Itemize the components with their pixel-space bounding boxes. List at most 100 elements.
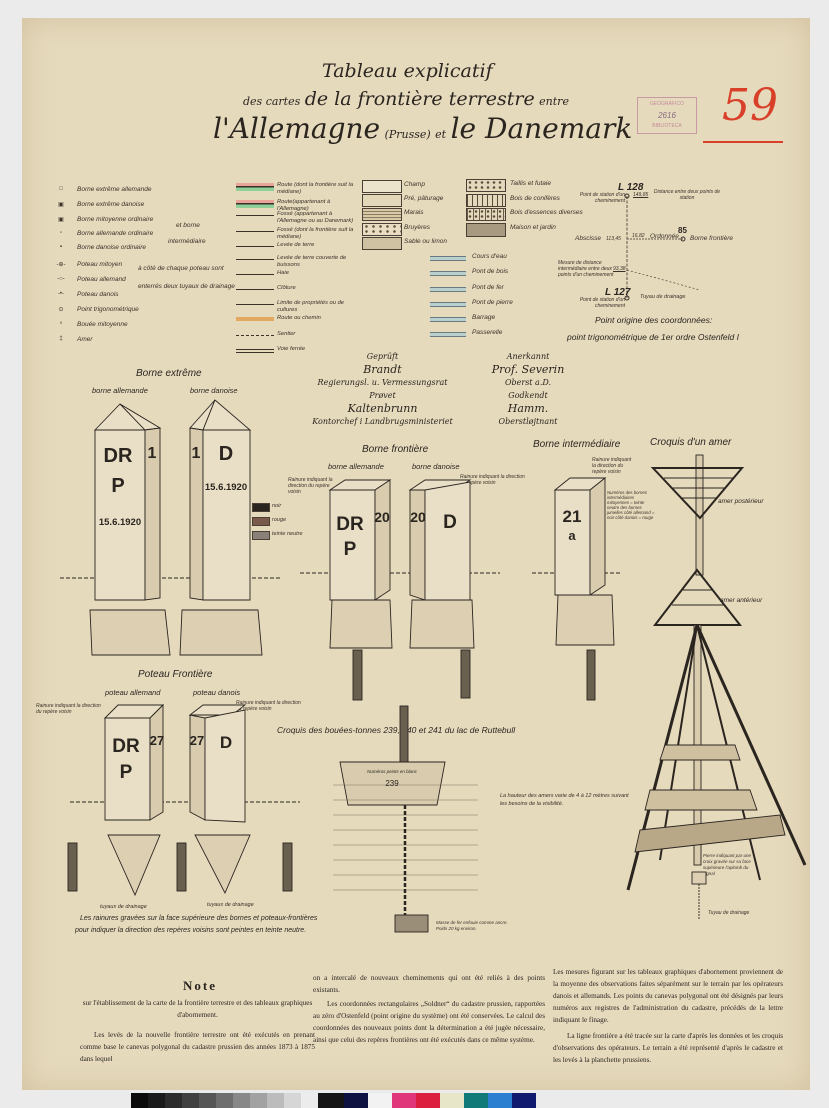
swatch-taillis (466, 179, 506, 192)
note-paragraph: Les coordonnées rectangulaires „Soldner“… (313, 1000, 545, 1044)
legend-item: Pré, pâturage (404, 195, 444, 202)
signature-line: Godkendt (508, 391, 548, 400)
label-amer-anterieur: amer antérieur (720, 597, 763, 604)
calibration-swatch (488, 1093, 512, 1108)
signature-line: Prof. Severin (491, 363, 565, 376)
origin-line-1: Point origine des coordonnées: (595, 315, 713, 325)
heading-poteau-frontiere: Poteau Frontière (138, 669, 213, 680)
label-tuyau: Tuyau de drainage (708, 910, 750, 916)
calibration-swatch (368, 1093, 392, 1108)
stamp-bottom: BIBLIOTECA (652, 123, 682, 129)
annotation-rainure: Rainure indiquant la direction du repère… (288, 477, 333, 495)
legend-item: Taillis et futaie (510, 180, 551, 187)
label-poteau-allemand: poteau allemand (105, 688, 161, 697)
library-stamp: GEOGRAFICO 2616 BIBLIOTECA (637, 97, 697, 134)
calibration-swatch (148, 1093, 165, 1108)
annotation-masse: Masse de fer enfouie comme ancre. Poids … (436, 920, 508, 931)
swatch-bruyeres (362, 223, 402, 236)
label-l127: L 127 (605, 287, 631, 298)
label-tuyaux: tuyaux de drainage (100, 904, 147, 910)
legend-item: Champ (404, 181, 425, 188)
legend-item: Poteau allemand (77, 276, 126, 283)
note-paragraph: La ligne frontière a été tracée sur la c… (553, 1032, 783, 1064)
mesure-label: Mesure de distance intermédiaire entre d… (558, 260, 614, 278)
ordonnee-value: 16,82 (632, 233, 645, 239)
station-label: Point de station d'un cheminement (579, 297, 625, 309)
swatch-essences (466, 208, 506, 221)
bracket-label: et borne (176, 222, 200, 229)
heading-croquis-amer: Croquis d'un amer (650, 437, 732, 448)
title-pre: des cartes (243, 95, 301, 108)
legend-item: Marais (404, 209, 424, 216)
ordonnee-label: Ordonnée (650, 233, 679, 240)
title-line-3: l'Allemagne (Prusse) et le Danemark (213, 112, 632, 145)
signature-line: Prøvet (369, 391, 396, 400)
swatch-champ (362, 180, 402, 193)
sheet-number: 59 (722, 80, 778, 131)
legend-line-symbol (236, 304, 274, 305)
distance-label: Distance entre deux points de station (653, 189, 721, 201)
label-borne-danoise: borne danoise (412, 462, 460, 471)
color-swatch-rouge (252, 517, 270, 526)
mesure-value: 93,38 (613, 266, 626, 272)
sheet-number-underline (703, 141, 783, 143)
calibration-swatch (182, 1093, 199, 1108)
annotation-rainure: Rainure indiquant la direction du repère… (460, 474, 525, 486)
calibration-swatch (440, 1093, 464, 1108)
water-symbol (430, 287, 466, 292)
calibration-swatch (512, 1093, 536, 1108)
legend-item: Barrage (472, 314, 496, 321)
borne-label: Borne frontière (690, 235, 733, 242)
legend-item: Borne extrême allemande (77, 186, 152, 193)
legend-item: Clôture (277, 285, 296, 291)
legend-symbol-icon: ‡ (59, 336, 63, 342)
signature-line: Kaltenbrunn (347, 402, 418, 415)
legend-symbol-icon: ▣ (58, 202, 64, 208)
calibration-swatch (392, 1093, 416, 1108)
caption-rainures-1: Les rainures gravées sur la face supérie… (80, 915, 318, 922)
legend-line-symbol (236, 317, 274, 321)
calibration-swatch (284, 1093, 301, 1108)
legend-line-symbol (236, 349, 274, 353)
heading-borne-extreme: Borne extrême (136, 368, 202, 379)
legend-item: Levée de terre (277, 242, 315, 248)
color-swatch-neutre (252, 531, 270, 540)
signature-line: Oberstløjtnant (498, 417, 558, 426)
note-column-2: on a intercalé de nouveaux cheminements … (313, 972, 545, 1048)
calibration-swatch (165, 1093, 182, 1108)
legend-line-symbol (236, 246, 274, 247)
abscisse-label: Abscisse (575, 235, 602, 242)
calibration-swatch (464, 1093, 488, 1108)
water-symbol (430, 332, 466, 337)
legend-item: Sentier (277, 331, 296, 337)
bracket-label: enterrés deux tuyaux de drainage (138, 283, 235, 290)
heading-borne-intermediaire: Borne intermédiaire (533, 439, 621, 450)
calibration-swatch (301, 1093, 318, 1108)
legend-item: Bois d'essences diverses (510, 209, 583, 216)
legend-symbol-icon: -○- (57, 276, 65, 282)
abscisse-value: 113,45 (606, 236, 621, 242)
signature-line: Hamm. (507, 402, 549, 415)
borne-number: 85 (678, 226, 687, 235)
legend-symbol-icon: ♆ (58, 321, 64, 327)
legend-item: Passerelle (472, 329, 503, 336)
legend-line-symbol (236, 259, 274, 260)
station-label: Point de station d'un cheminement (579, 192, 625, 204)
note-column-3: Les mesures figurant sur les tableaux gr… (553, 966, 783, 1066)
legend-item: Bruyères (404, 224, 431, 231)
signature-line: Brandt (363, 363, 402, 376)
swatch-pre (362, 194, 402, 207)
title-danemark: le Danemark (450, 112, 633, 145)
label-borne-allemande: borne allemande (328, 462, 384, 471)
bracket-label: intermédiaire (168, 238, 206, 245)
legend-item: Pont de bois (472, 268, 509, 275)
label-amer-posterieur: amer postérieur (718, 498, 764, 505)
legend-item: Limite de propriétés ou de cultures (277, 300, 345, 313)
title-et: et (435, 128, 447, 141)
legend-item: Fossé (dont la frontière suit la médiane… (277, 227, 354, 240)
legend-symbol-icon: ⊙ (58, 307, 64, 313)
calibration-swatch (131, 1093, 148, 1108)
signature-line: Regierungsl. u. Vermessungsrat (317, 378, 448, 387)
